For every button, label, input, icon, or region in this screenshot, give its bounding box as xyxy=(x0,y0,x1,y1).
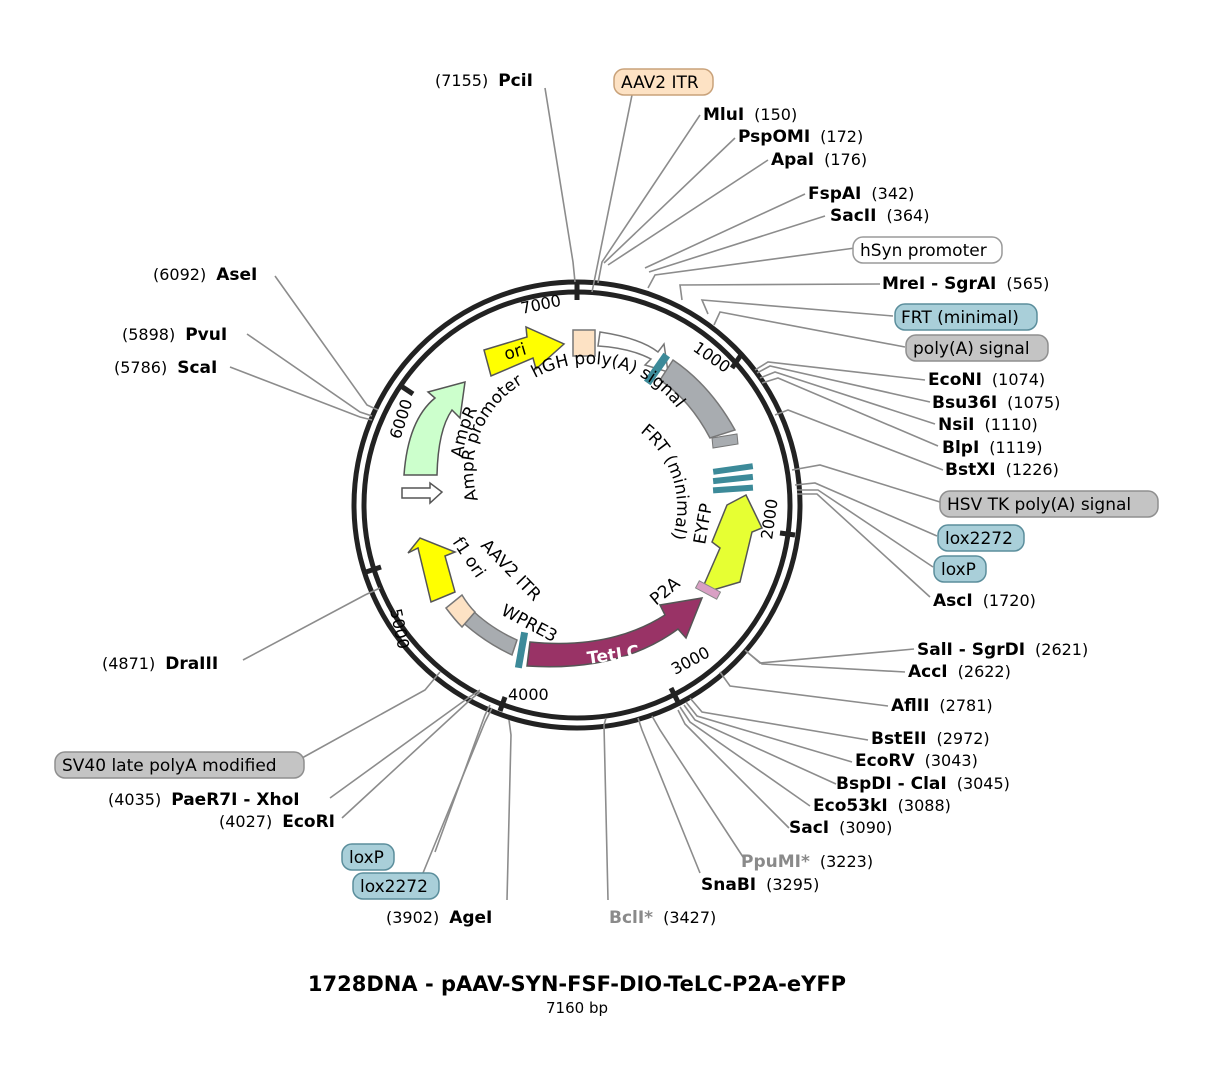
p2a-block xyxy=(694,580,722,600)
tick-label-2000: 2000 xyxy=(757,498,781,541)
svg-text:lox2272: lox2272 xyxy=(360,877,428,897)
enzyme-saci: SacI(3090) xyxy=(789,818,892,838)
feature-pill-sv40-late-polya: SV40 late polyA modified xyxy=(54,751,305,779)
tick-label-5000: 5000 xyxy=(386,607,413,651)
feature-pill-hsv-tk-polya: HSV TK poly(A) signal xyxy=(939,490,1159,518)
loxp-block-c xyxy=(712,484,754,494)
ori-arrow xyxy=(483,325,566,378)
ampr-promoter-arrow xyxy=(401,481,444,505)
frt-minimal-label: FRT (minimal) xyxy=(637,420,692,542)
frt-block-top xyxy=(643,352,671,386)
tick-marks xyxy=(365,282,796,712)
lox-block-bottom xyxy=(514,631,529,669)
eyfp-arrow xyxy=(701,493,764,591)
f1-ori-arrow xyxy=(407,537,458,604)
lox2272-block-a xyxy=(712,463,754,475)
enzyme-agei: (3902)AgeI xyxy=(386,908,492,928)
enzyme-labels: (7155)PciI MluI(150) PspOMI(172) ApaI(17… xyxy=(102,71,1088,928)
tick-1000 xyxy=(729,353,744,370)
enzyme-ecorv: EcoRV(3043) xyxy=(855,751,978,771)
enzyme-acci: AccI(2622) xyxy=(908,662,1011,682)
ampr-promoter-label: AmpR promoter xyxy=(458,370,526,503)
lox-block-b xyxy=(712,473,754,485)
feature-pill-lox2272-left: lox2272 xyxy=(352,872,440,900)
f1-ori-label: f1 ori xyxy=(448,534,489,582)
plasmid-size: 7160 bp xyxy=(546,999,608,1017)
feature-pill-loxp-right: loxP xyxy=(933,555,987,583)
enzyme-pvui: (5898)PvuI xyxy=(122,325,227,345)
feature-pill-poly-a-signal: poly(A) signal xyxy=(905,334,1049,362)
svg-text:poly(A) signal: poly(A) signal xyxy=(913,339,1030,359)
feature-pill-loxp-left: loxP xyxy=(341,843,395,871)
enzyme-ppumi: PpuMI*(3223) xyxy=(741,852,873,872)
leader-lines xyxy=(229,87,944,901)
enzyme-sacii: SacII(364) xyxy=(830,206,929,226)
svg-text:loxP: loxP xyxy=(349,848,384,868)
enzyme-draiii: (4871)DraIII xyxy=(102,654,218,674)
svg-text:HSV TK poly(A) signal: HSV TK poly(A) signal xyxy=(947,495,1131,515)
tick-label-4000: 4000 xyxy=(508,685,549,704)
tick-5000 xyxy=(365,564,382,575)
aav2-itr-block-top xyxy=(572,329,596,357)
tick-2000 xyxy=(779,530,796,538)
enzyme-pspomi: PspOMI(172) xyxy=(738,127,863,147)
enzyme-bsu36i: Bsu36I(1075) xyxy=(932,393,1060,413)
svg-text:hSyn promoter: hSyn promoter xyxy=(860,241,987,261)
feature-pill-lox2272-right: lox2272 xyxy=(937,524,1025,552)
enzyme-bcli: BclI*(3427) xyxy=(609,908,716,928)
enzyme-paer7i-xhoi: (4035)PaeR7I - XhoI xyxy=(108,790,300,810)
svg-text:FRT (minimal): FRT (minimal) xyxy=(901,308,1019,328)
enzyme-bsteii: BstEII(2972) xyxy=(871,729,990,749)
enzyme-asei: (6092)AseI xyxy=(153,265,257,285)
enzyme-mlui: MluI(150) xyxy=(703,105,797,125)
poly-a-signal-block xyxy=(658,358,737,439)
enzyme-apai: ApaI(176) xyxy=(771,150,867,170)
tetlc-arrow xyxy=(526,597,704,668)
plasmid-title: 1728DNA - pAAV-SYN-FSF-DIO-TeLC-P2A-eYFP xyxy=(308,972,846,996)
small-grey-block xyxy=(711,433,739,449)
enzyme-bstxi: BstXI(1226) xyxy=(945,460,1059,480)
enzyme-aflii: AflII(2781) xyxy=(891,696,993,716)
enzyme-fspai: FspAI(342) xyxy=(808,184,914,204)
feature-pill-frt-minimal: FRT (minimal) xyxy=(894,303,1038,331)
enzyme-scai: (5786)ScaI xyxy=(114,358,217,378)
svg-text:SV40 late polyA modified: SV40 late polyA modified xyxy=(62,756,277,776)
enzyme-bspdi-clai: BspDI - ClaI(3045) xyxy=(836,774,1010,794)
enzyme-snabi: SnaBI(3295) xyxy=(701,875,819,895)
svg-text:lox2272: lox2272 xyxy=(945,529,1013,549)
svg-text:loxP: loxP xyxy=(941,560,976,580)
enzyme-blpi: BlpI(1119) xyxy=(942,438,1042,458)
enzyme-eco53ki: Eco53kI(3088) xyxy=(813,796,951,816)
svg-text:AAV2 ITR: AAV2 ITR xyxy=(621,73,699,93)
enzyme-econi: EcoNI(1074) xyxy=(928,370,1045,390)
feature-pill-aav2-itr: AAV2 ITR xyxy=(613,68,714,96)
feature-label-pills: AAV2 ITR hSyn promoter FRT (minimal) pol… xyxy=(54,68,1159,900)
features xyxy=(401,325,764,669)
ampr-arrow xyxy=(403,380,466,476)
enzyme-pcii: (7155)PciI xyxy=(435,71,533,91)
feature-pill-hsyn-promoter: hSyn promoter xyxy=(852,236,1003,264)
tick-4000 xyxy=(497,696,508,712)
enzyme-nsii: NsiI(1110) xyxy=(938,415,1038,435)
tick-3000 xyxy=(668,686,681,704)
tick-6000 xyxy=(399,383,415,397)
tick-label-7000: 7000 xyxy=(519,291,563,318)
enzyme-sali-sgrdi: SalI - SgrDI(2621) xyxy=(917,640,1088,660)
wpre3-block xyxy=(453,607,518,657)
enzyme-ecori: (4027)EcoRI xyxy=(219,812,335,832)
enzyme-mrei-sgrai: MreI - SgrAI(565) xyxy=(882,274,1049,294)
enzyme-asci: AscI(1720) xyxy=(933,591,1036,611)
aav2-itr-block-bottom xyxy=(444,593,477,629)
